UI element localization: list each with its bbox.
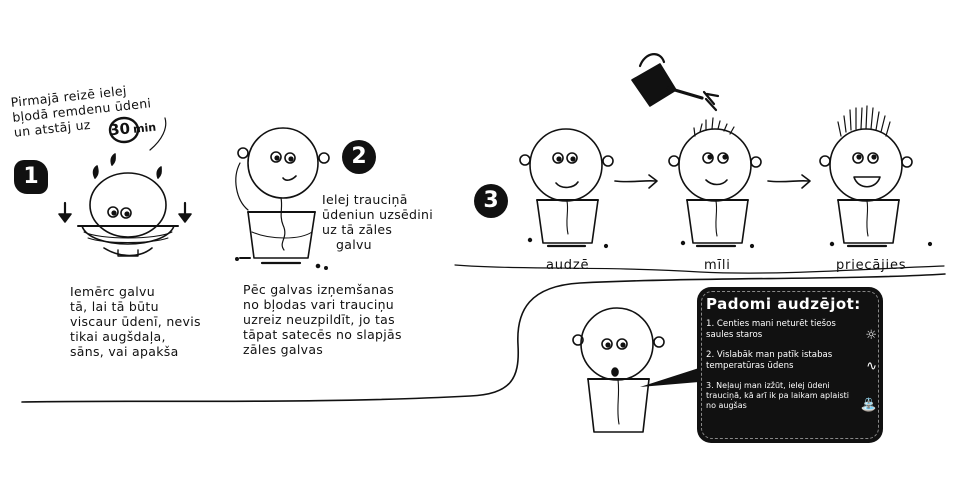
step2-side-line: ūdeniun uzsēdini [322, 207, 434, 222]
tip-text: 3. Neļauj man izžūt, ielej ūdeni trauciņ… [706, 381, 849, 410]
step2-side-text: Ielej trauciņā ūdeniun uzsēdini uz tā zā… [322, 192, 433, 252]
tips-head-illustration [572, 307, 665, 433]
watering-can-icon: ⛲ [860, 398, 877, 413]
step3-head-audze [519, 128, 614, 249]
speech-tail [640, 368, 699, 387]
step3-head-mili [668, 117, 762, 249]
step2-side-line: galvu [336, 237, 372, 252]
divider-line [454, 264, 945, 274]
sun-icon: ☼ [865, 328, 877, 343]
step1-text-line: Iemērc galvu [70, 284, 155, 299]
step1-text-line: sāns, vai apakša [70, 344, 179, 359]
watering-can-icon [631, 53, 720, 112]
stage-label-audze: audzē [546, 258, 590, 273]
step2-text-line: zāles galvas [243, 342, 324, 357]
tips-box: Padomi audzējot: 1. Centies mani neturēt… [697, 287, 883, 443]
step2-text-line: uzreiz neuzpildīt, jo tas [243, 312, 395, 327]
step1-text-line: tikai augšdaļa, [70, 329, 166, 344]
stage-arrow [614, 179, 656, 183]
stage-label-priecajies: priecājies [836, 258, 907, 273]
step2-side-line: uz tā zāles [322, 222, 393, 237]
stage-arrow [801, 174, 811, 189]
stage-arrow [767, 179, 809, 183]
stage-label-mili: mīli [704, 258, 731, 273]
step1-text-line: tā, lai tā būtu [70, 299, 159, 314]
step2-text: Pēc galvas izņemšanas no bļodas vari tra… [243, 282, 402, 357]
stage-arrow [648, 174, 658, 189]
divider-line [21, 273, 946, 403]
tips-title: Padomi audzējot: [706, 295, 861, 313]
step2-text-line: Pēc galvas izņemšanas [243, 282, 395, 297]
timer-unit: min [132, 120, 157, 136]
step1-text: Iemērc galvu tā, lai tā būtu viscaur ūde… [70, 284, 201, 359]
step3-head-priecajies [819, 105, 933, 248]
step2-text-line: no bļodas vari trauciņu [243, 297, 395, 312]
wave-icon: ∿ [866, 359, 877, 374]
step1-illustration [58, 116, 192, 257]
step2-text-line: tāpat satecēs no slapjās [243, 327, 402, 342]
tip-text: 1. Centies mani neturēt tiešos saules st… [706, 319, 836, 340]
tip-item: 1. Centies mani neturēt tiešos saules st… [706, 319, 877, 343]
step2-number-badge: 2 [342, 140, 376, 174]
tip-item: 2. Vislabāk man patīk istabas temperatūr… [706, 350, 877, 374]
timer-value: 30 [108, 119, 131, 140]
tip-item: 3. Neļauj man izžūt, ielej ūdeni trauciņ… [706, 381, 877, 413]
tip-text: 2. Vislabāk man patīk istabas temperatūr… [706, 350, 833, 371]
step2-side-line: Ielej trauciņā [322, 192, 408, 207]
step1-text-line: viscaur ūdenī, nevis [70, 314, 201, 329]
step3-number-badge: 3 [474, 184, 508, 218]
step2-illustration [235, 127, 330, 270]
step1-number-badge: 1 [14, 160, 48, 194]
